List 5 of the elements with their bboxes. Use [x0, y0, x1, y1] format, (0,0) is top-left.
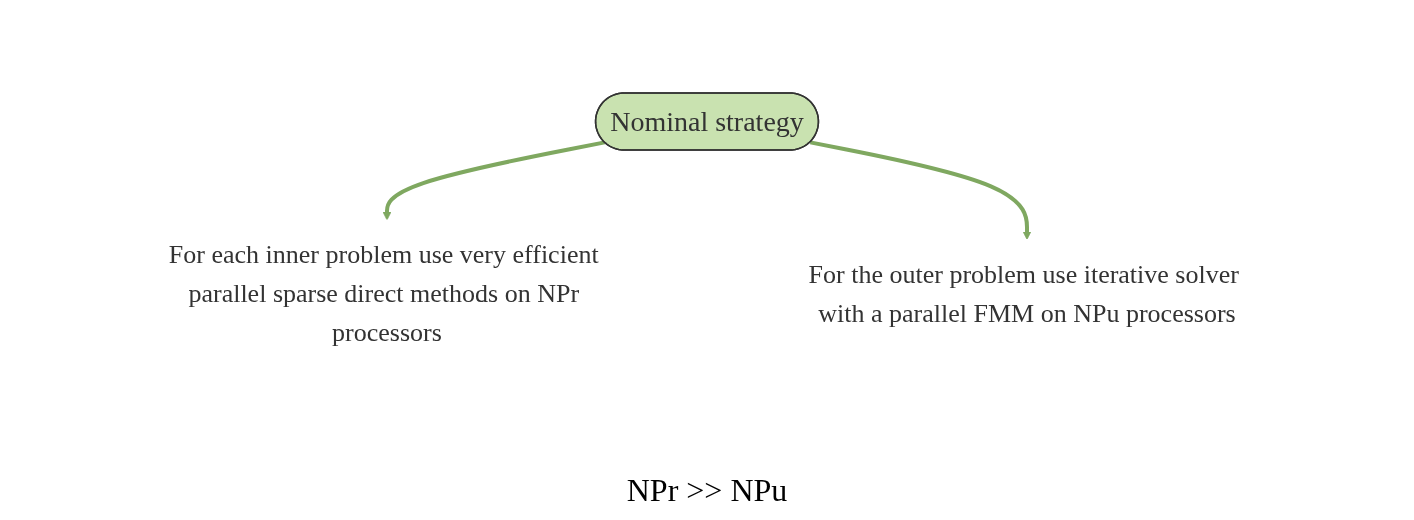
arrow	[809, 140, 1032, 240]
arrow	[382, 140, 606, 221]
node-text: For each inner problem use very efficient parallel sparse direct methods on NPr processors	[168, 240, 599, 347]
note-text: NPr >> NPu	[626, 471, 788, 509]
node-text: For the outer problem use iterative solver with a parallel FMM on NPu processors	[808, 259, 1239, 328]
